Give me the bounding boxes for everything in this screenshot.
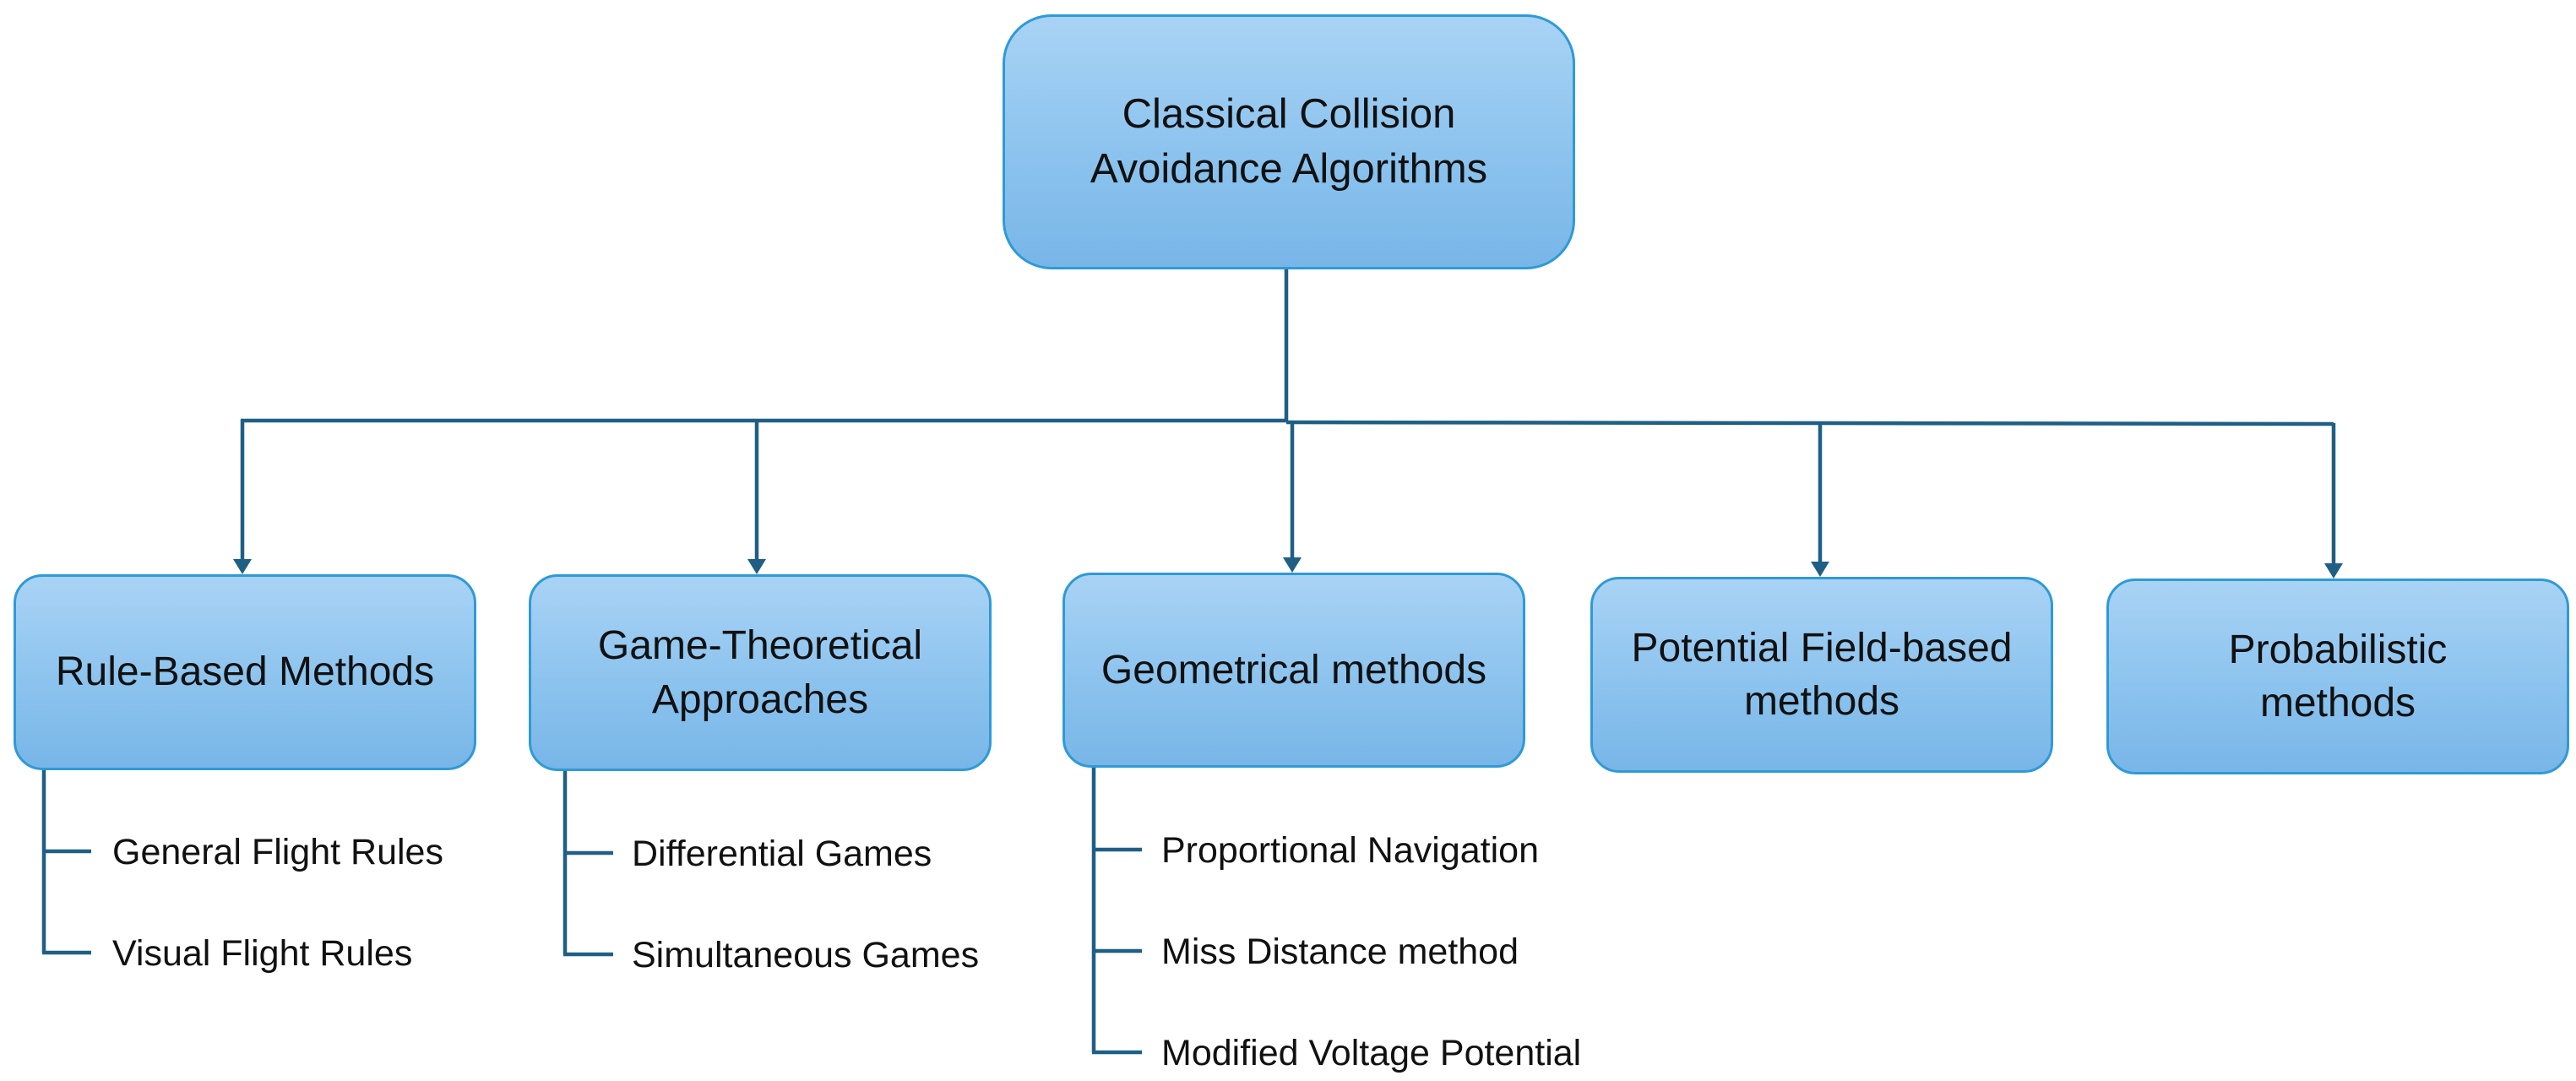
category-node-text: Geometrical methods [1101,644,1486,697]
category-node-label-line2: methods [2259,681,2416,725]
category-node-probabilistic: Probabilistic methods [2106,579,2569,774]
category-node-rule-based: Rule-Based Methods [14,574,476,770]
category-node-label: Rule-Based Methods [55,649,435,695]
sub-item-proportional-navigation: Proportional Navigation [1161,830,1539,871]
category-node-text: Game-Theoretical Approaches [598,619,922,726]
sub-item-visual-flight-rules: Visual Flight Rules [112,933,413,974]
sub-item-differential-games: Differential Games [632,834,932,874]
category-node-label-line2: Approaches [651,676,869,722]
root-node-text: Classical Collision Avoidance Algorithms [1090,87,1487,196]
category-node-text: Rule-Based Methods [56,645,434,698]
arrowhead-probabilistic [2324,563,2343,579]
category-node-text: Probabilistic methods [2229,623,2448,731]
arrowhead-game-theoretical [747,559,766,574]
category-node-label: Geometrical methods [1101,647,1487,693]
category-node-game-theoretical: Game-Theoretical Approaches [529,574,992,771]
bus-line-right [1285,420,2334,426]
category-node-geometrical: Geometrical methods [1062,573,1525,768]
arrowhead-geometrical [1283,557,1302,573]
arrowhead-rule-based [233,559,252,574]
category-node-label-line2: methods [1743,679,1900,724]
root-node-label-line1: Classical Collision [1122,91,1456,138]
category-node-label-line1: Potential Field-based [1631,625,2013,671]
sub-item-miss-distance-method: Miss Distance method [1161,932,1519,972]
root-node: Classical Collision Avoidance Algorithms [1003,14,1575,269]
category-node-potential-field: Potential Field-based methods [1590,577,2053,773]
sub-item-modified-voltage-potential: Modified Voltage Potential [1161,1033,1582,1073]
sub-item-simultaneous-games: Simultaneous Games [632,935,980,975]
sub-item-general-flight-rules: General Flight Rules [112,832,443,872]
root-node-label-line2: Avoidance Algorithms [1090,146,1488,192]
category-node-label-line1: Probabilistic [2228,627,2448,672]
category-node-label-line1: Game-Theoretical [597,623,923,669]
arrowhead-potential-field [1811,562,1829,577]
category-node-text: Potential Field-based methods [1632,622,2013,729]
